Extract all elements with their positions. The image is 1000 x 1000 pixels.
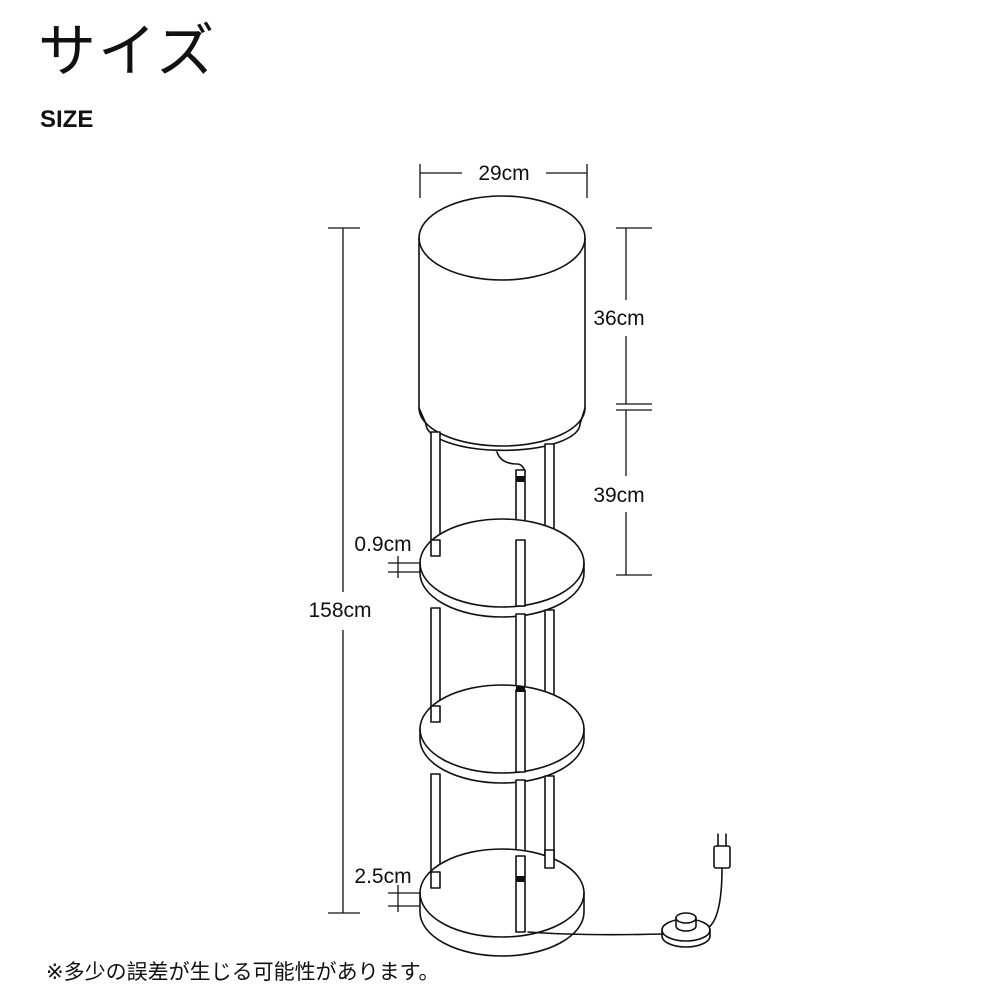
shelf-2 <box>419 684 585 784</box>
base-thickness-label: 2.5cm <box>354 865 411 888</box>
socket <box>496 451 526 473</box>
pole-joints <box>516 476 525 882</box>
shelf-thickness-label: 0.9cm <box>354 533 411 556</box>
shade-height-label: 36cm <box>593 307 644 330</box>
shelf-1 <box>419 518 585 618</box>
lamp-drawing <box>418 195 731 957</box>
total-height-label: 158cm <box>308 599 371 622</box>
base <box>419 848 585 957</box>
page-title: サイズ <box>38 17 217 85</box>
page-subtitle: SIZE <box>40 106 94 133</box>
upper-height-label: 39cm <box>593 484 644 507</box>
power-cord <box>527 833 731 948</box>
dimension-labels: 29cm 36cm 39cm 158cm 0.9cm 2.5cm <box>308 162 644 888</box>
dimension-lines <box>328 164 652 914</box>
width-label: 29cm <box>478 162 529 185</box>
lamp-shade <box>418 195 586 452</box>
disclaimer-note: ※多少の誤差が生じる可能性があります。 <box>46 960 440 984</box>
